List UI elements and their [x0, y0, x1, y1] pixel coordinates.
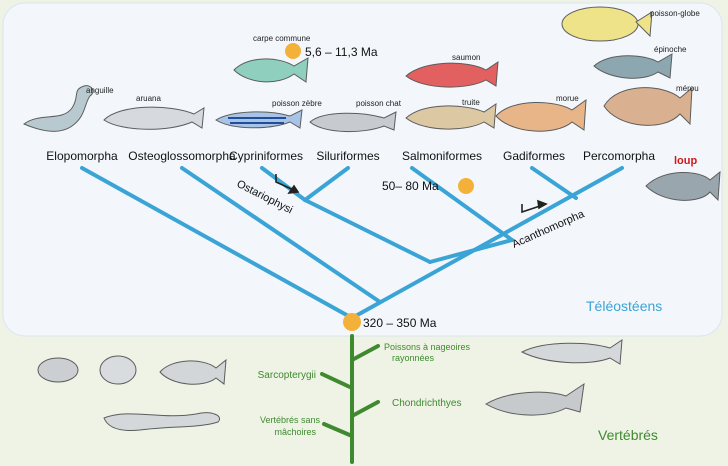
- label-globe: poisson-globe: [650, 9, 700, 18]
- branch-siluriformes: [303, 166, 350, 202]
- label-carpe: carpe commune: [253, 34, 311, 43]
- grouper-illustration: [603, 86, 693, 126]
- trout-illustration: [405, 103, 497, 130]
- label-saumon: saumon: [452, 53, 480, 62]
- stickleback-illustration: [593, 53, 673, 79]
- label-rayonnees-2: rayonnées: [392, 353, 435, 363]
- label-elopomorpha: Elopomorpha: [46, 149, 118, 163]
- branch-elopomorpha: [80, 166, 354, 320]
- label-percomorpha: Percomorpha: [583, 149, 655, 163]
- branch-euteleost: [428, 238, 514, 264]
- vertebrate-tree: [320, 334, 380, 464]
- pufferfish-illustration: [561, 6, 639, 42]
- node-dot-carpe: [285, 43, 301, 59]
- label-salmoniformes: Salmoniformes: [402, 149, 482, 163]
- label-epinoche: épinoche: [654, 45, 687, 54]
- branch-chondrichthyes: [350, 400, 380, 418]
- eel-illustration: [23, 85, 94, 132]
- mouse-illustration: [37, 357, 79, 383]
- label-chondrichthyes: Chondrichthyes: [392, 398, 461, 409]
- label-siluriformes: Siluriformes: [316, 149, 379, 163]
- label-merou: mérou: [676, 84, 699, 93]
- label-osteoglossomorpha: Osteoglossomorpha: [128, 149, 236, 163]
- label-zebre: poisson zèbre: [272, 99, 322, 108]
- node-dot-salmo: [458, 178, 474, 194]
- label-chat: poisson chat: [356, 99, 402, 108]
- acanthomorpha-arrow: [521, 199, 548, 214]
- arowana-illustration: [103, 106, 205, 130]
- label-loup: loup: [674, 155, 697, 167]
- catfish-illustration: [309, 111, 397, 133]
- branch-sans-machoires: [322, 422, 354, 438]
- label-anguille: anguille: [86, 86, 114, 95]
- label-aruana: aruana: [136, 94, 161, 103]
- label-cypriniformes: Cypriniformes: [229, 149, 303, 163]
- group-labels: Elopomorpha Osteoglossomorpha Cyprinifor…: [46, 149, 655, 163]
- branch-cypriniformes: [260, 166, 307, 202]
- label-gadiformes: Gadiformes: [503, 149, 565, 163]
- pufferfish-tail: [635, 11, 653, 38]
- cod-illustration: [495, 98, 587, 132]
- label-rayonnees-1: Poissons à nageoires: [384, 342, 471, 352]
- label-sans-machoires-2: mâchoires: [274, 427, 316, 437]
- branch-gadiformes: [530, 166, 578, 200]
- branch-osteoglossomorpha: [180, 166, 382, 304]
- ostariophysi-arrow: [275, 174, 300, 194]
- age-salmo: 50– 80 Ma: [382, 179, 439, 193]
- age-labels: 5,6 – 11,3 Ma 50– 80 Ma 320 – 350 Ma: [305, 45, 439, 330]
- fish-labels: anguille aruana carpe commune poisson zè…: [86, 9, 700, 167]
- teleost-panel: [2, 2, 723, 337]
- label-vertebres: Vertébrés: [598, 427, 658, 443]
- branch-percomorpha: [350, 166, 624, 320]
- vertebrate-labels: Sarcopterygii Poissons à nageoires rayon…: [258, 342, 471, 437]
- node-dot-teleost: [343, 313, 361, 331]
- branch-ostariophysi: [303, 198, 432, 264]
- coelacanth-illustration: [159, 358, 227, 385]
- shark-illustration: [485, 382, 585, 416]
- teleost-tree: [80, 166, 624, 320]
- age-teleost: 320 – 350 Ma: [363, 316, 437, 330]
- frog-illustration: [99, 355, 137, 385]
- sturgeon-illustration: [520, 339, 623, 365]
- label-teleosteens: Téléostéens: [586, 298, 662, 314]
- lamprey-illustration: [103, 412, 220, 431]
- age-carpe: 5,6 – 11,3 Ma: [305, 45, 378, 59]
- label-sarcopterygii: Sarcopterygii: [258, 370, 316, 381]
- carp-illustration: [233, 57, 309, 83]
- label-truite: truite: [462, 98, 480, 107]
- seabass-illustration: [645, 170, 721, 202]
- fish-pictograms: [23, 6, 721, 431]
- branch-salmoniformes: [410, 166, 514, 242]
- zebrafish-stripes: [228, 117, 286, 124]
- label-morue: morue: [556, 94, 579, 103]
- label-sans-machoires-1: Vertébrés sans: [260, 415, 321, 425]
- branch-rayonnees: [350, 344, 380, 362]
- branch-sarcopterygii: [320, 372, 354, 390]
- salmon-illustration: [405, 61, 499, 88]
